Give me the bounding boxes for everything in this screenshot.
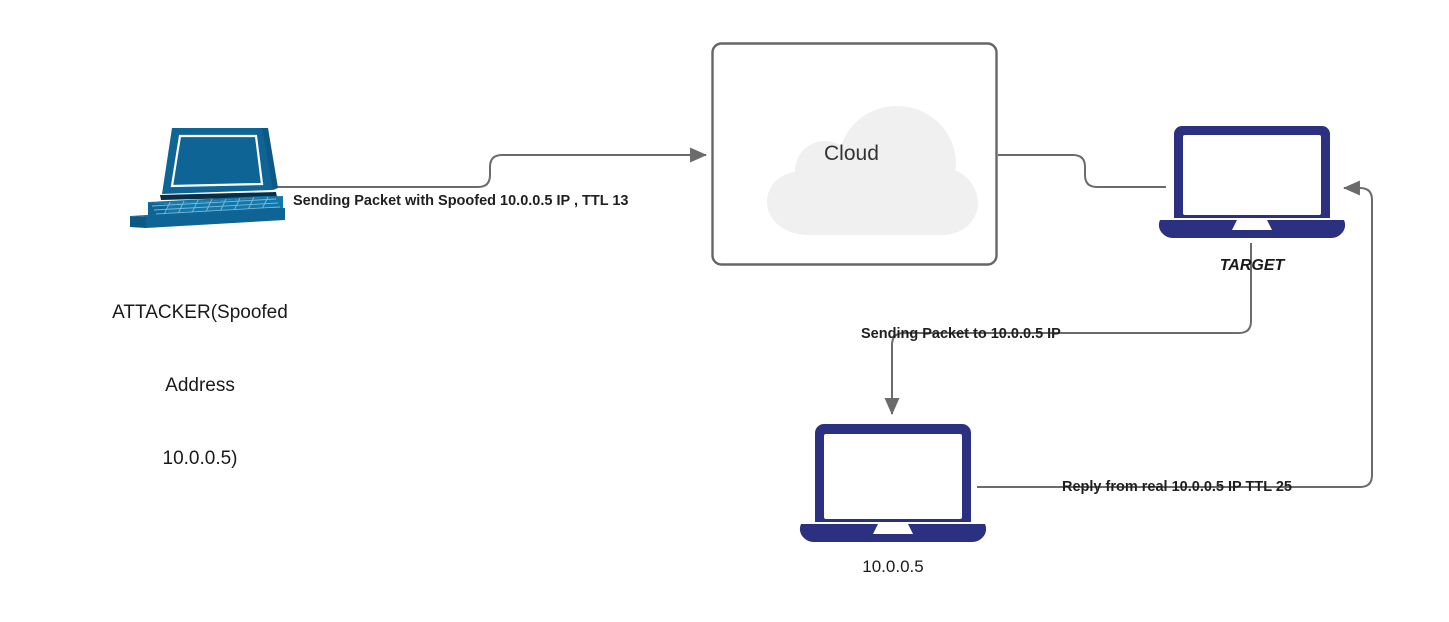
node-target-label: TARGET — [1219, 257, 1285, 274]
attacker-label-line-3: 10.0.0.5) — [162, 447, 238, 469]
laptop-icon — [1158, 126, 1346, 239]
connector-attacker-to-cloud — [265, 147, 708, 188]
node-target[interactable] — [1152, 126, 1352, 244]
edge-label-victim-to-target: Reply from real 10.0.0.5 IP TTL 25 — [1062, 479, 1292, 495]
edge-label-target-to-victim: Sending Packet to 10.0.0.5 IP — [861, 326, 1061, 342]
cloud-container — [711, 42, 998, 266]
cloud-label: Cloud — [824, 142, 879, 165]
node-victim-label: 10.0.0.5 — [862, 557, 924, 576]
node-victim[interactable] — [795, 424, 991, 548]
node-attacker[interactable] — [110, 122, 290, 232]
attacker-label-line-1: ATTACKER(Spoofed — [112, 301, 288, 323]
connector-victim-to-target — [977, 180, 1373, 488]
connector-target-to-victim — [884, 243, 1252, 416]
laptop-isometric-icon — [130, 128, 285, 228]
node-attacker-label: ATTACKER(Spoofed Address 10.0.0.5) — [60, 252, 340, 519]
attacker-label-line-2: Address — [165, 374, 235, 396]
laptop-icon — [799, 424, 987, 543]
cloud-icon — [767, 106, 978, 235]
connector-cloud-to-target — [998, 154, 1166, 188]
edge-label-attacker-to-cloud: Sending Packet with Spoofed 10.0.0.5 IP … — [293, 193, 629, 209]
node-cloud[interactable]: Cloud — [711, 42, 998, 266]
